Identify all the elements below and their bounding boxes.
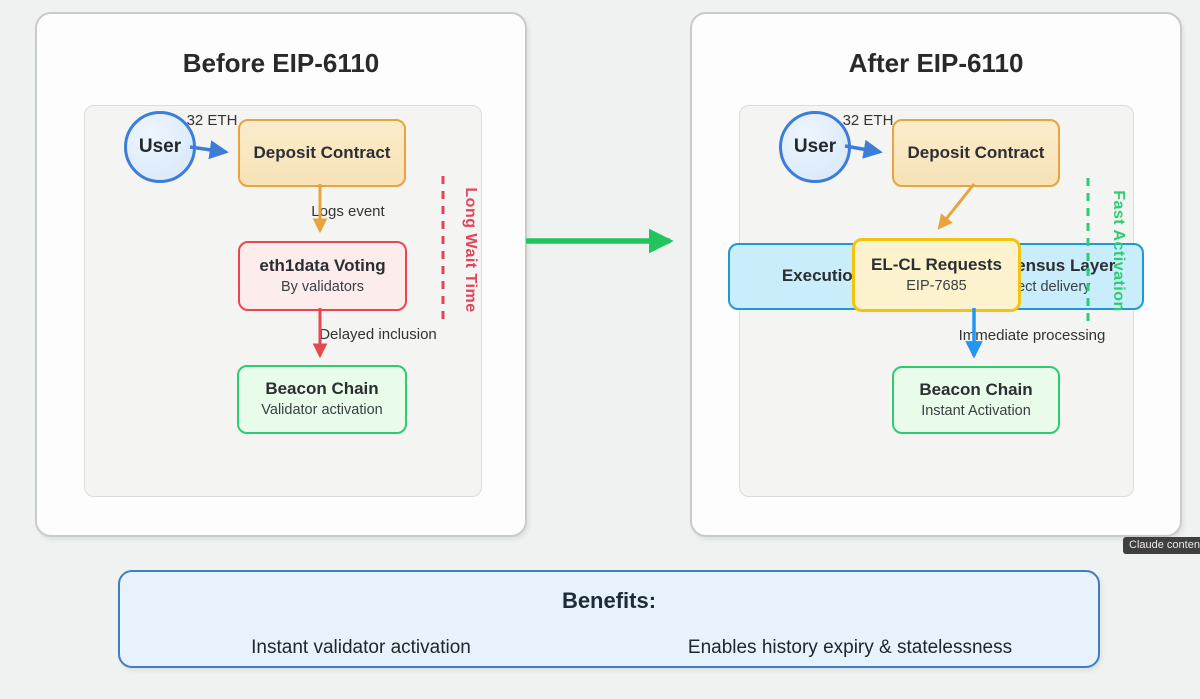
immediate-processing-label: Immediate processing (958, 327, 1106, 344)
after-beacon-subtitle: Instant Activation (921, 402, 1031, 419)
after-user-node: User (779, 111, 851, 183)
before-deposit-amount-label: 32 ETH (186, 112, 238, 129)
long-wait-time-note: Long Wait Time (462, 187, 479, 313)
consensus-layer-subtitle: Direct delivery (998, 279, 1091, 296)
before-voting-title: eth1data Voting (259, 255, 386, 275)
before-delayed-inclusion-label: Delayed inclusion (319, 326, 437, 343)
before-logs-event-label: Logs event (311, 203, 385, 220)
before-beacon-subtitle: Validator activation (261, 402, 383, 419)
before-panel-title: Before EIP-6110 (182, 48, 380, 78)
after-beacon-chain-node: Beacon Chain Instant Activation (892, 366, 1060, 434)
before-eth1data-voting-node: eth1data Voting By validators (238, 241, 407, 311)
before-user-node: User (124, 111, 196, 183)
benefit-item-instant-activation: Instant validator activation (251, 637, 471, 658)
after-user-label: User (793, 136, 837, 157)
before-voting-subtitle: By validators (280, 278, 364, 295)
after-deposit-contract-title: Deposit Contract (907, 142, 1045, 162)
el-cl-requests-title: EL-CL Requests (871, 254, 1002, 274)
after-beacon-title: Beacon Chain (919, 379, 1033, 399)
fast-activation-note: Fast Activation (1110, 190, 1127, 312)
watermark-badge: Claude conten (1123, 537, 1200, 554)
benefits-box: Benefits: (118, 570, 1100, 668)
after-deposit-amount-label: 32 ETH (842, 112, 894, 129)
before-deposit-contract-node: Deposit Contract (238, 119, 406, 187)
el-cl-requests-node: EL-CL Requests EIP-7685 (852, 238, 1021, 312)
before-beacon-title: Beacon Chain (265, 379, 379, 399)
el-cl-requests-subtitle: EIP-7685 (906, 277, 967, 294)
benefit-item-history-expiry: Enables history expiry & statelessness (687, 637, 1013, 658)
benefits-title: Benefits: (561, 588, 657, 613)
before-user-label: User (138, 136, 182, 157)
after-panel-title: After EIP-6110 (848, 48, 1024, 78)
before-deposit-contract-title: Deposit Contract (253, 142, 391, 162)
after-deposit-contract-node: Deposit Contract (892, 119, 1060, 187)
before-beacon-chain-node: Beacon Chain Validator activation (237, 365, 407, 434)
